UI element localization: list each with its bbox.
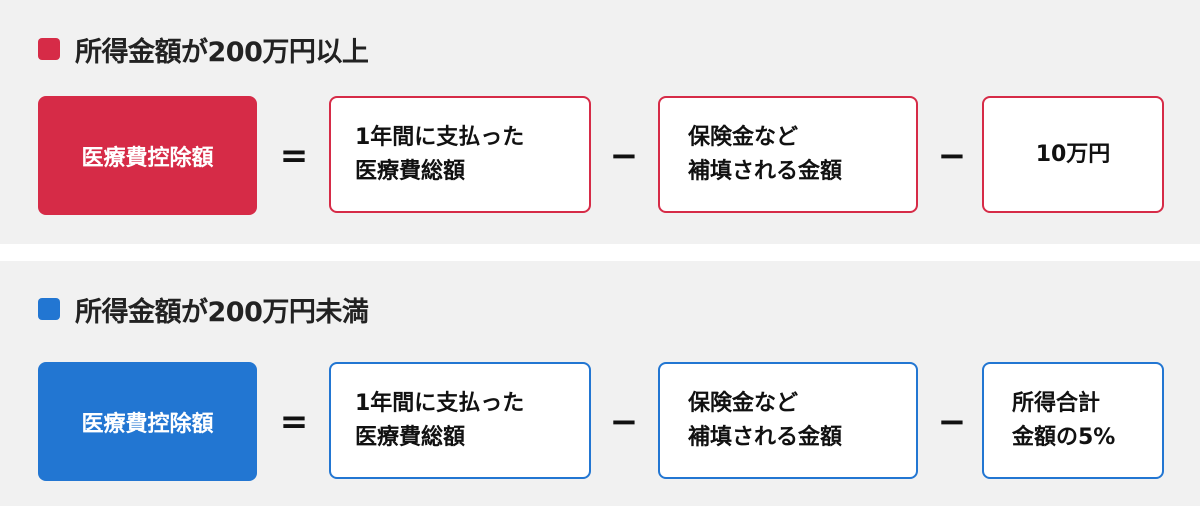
minus-sign: − (609, 136, 639, 176)
term-total-medical-expenses: 1年間に支払った 医療費総額 (329, 96, 591, 213)
term-label: 1年間に支払った 医療費総額 (355, 390, 525, 450)
term-insurance-reimbursement: 保険金など 補填される金額 (658, 362, 918, 479)
term-label: 保険金など 補填される金額 (688, 390, 843, 450)
term-100k-yen: 10万円 (982, 96, 1164, 213)
term-insurance-reimbursement: 保険金など 補填される金額 (658, 96, 918, 213)
equals-sign: = (279, 402, 309, 442)
formula-row: 医療費控除額 = 1年間に支払った 医療費総額 − 保険金など 補填される金額 … (0, 261, 1200, 506)
result-label: 医療費控除額 (81, 411, 214, 437)
result-label: 医療費控除額 (81, 145, 214, 171)
section-title: 所得金額が200万円未満 (75, 296, 369, 328)
term-label: 所得合計 金額の5% (1012, 390, 1116, 450)
section-title: 所得金額が200万円以上 (75, 36, 369, 68)
term-label: 10万円 (1035, 141, 1111, 167)
term-total-medical-expenses: 1年間に支払った 医療費総額 (329, 362, 591, 479)
term-label: 1年間に支払った 医療費総額 (355, 124, 525, 184)
square-marker-icon (38, 298, 60, 320)
minus-sign: − (609, 402, 639, 442)
square-marker-icon (38, 38, 60, 60)
section-income-200man-or-more: 所得金額が200万円以上 医療費控除額 = 1年間に支払った 医療費総額 − 保… (0, 0, 1200, 244)
formula-row: 医療費控除額 = 1年間に支払った 医療費総額 − 保険金など 補填される金額 … (0, 0, 1200, 244)
section-heading: 所得金額が200万円以上 (38, 29, 369, 69)
minus-sign: − (937, 402, 967, 442)
term-5-percent-of-income: 所得合計 金額の5% (982, 362, 1164, 479)
term-label: 保険金など 補填される金額 (688, 124, 843, 184)
result-box-medical-deduction: 医療費控除額 (38, 362, 257, 481)
section-income-under-200man: 所得金額が200万円未満 医療費控除額 = 1年間に支払った 医療費総額 − 保… (0, 261, 1200, 506)
result-box-medical-deduction: 医療費控除額 (38, 96, 257, 215)
minus-sign: − (937, 136, 967, 176)
equals-sign: = (279, 136, 309, 176)
section-heading: 所得金額が200万円未満 (38, 289, 369, 329)
